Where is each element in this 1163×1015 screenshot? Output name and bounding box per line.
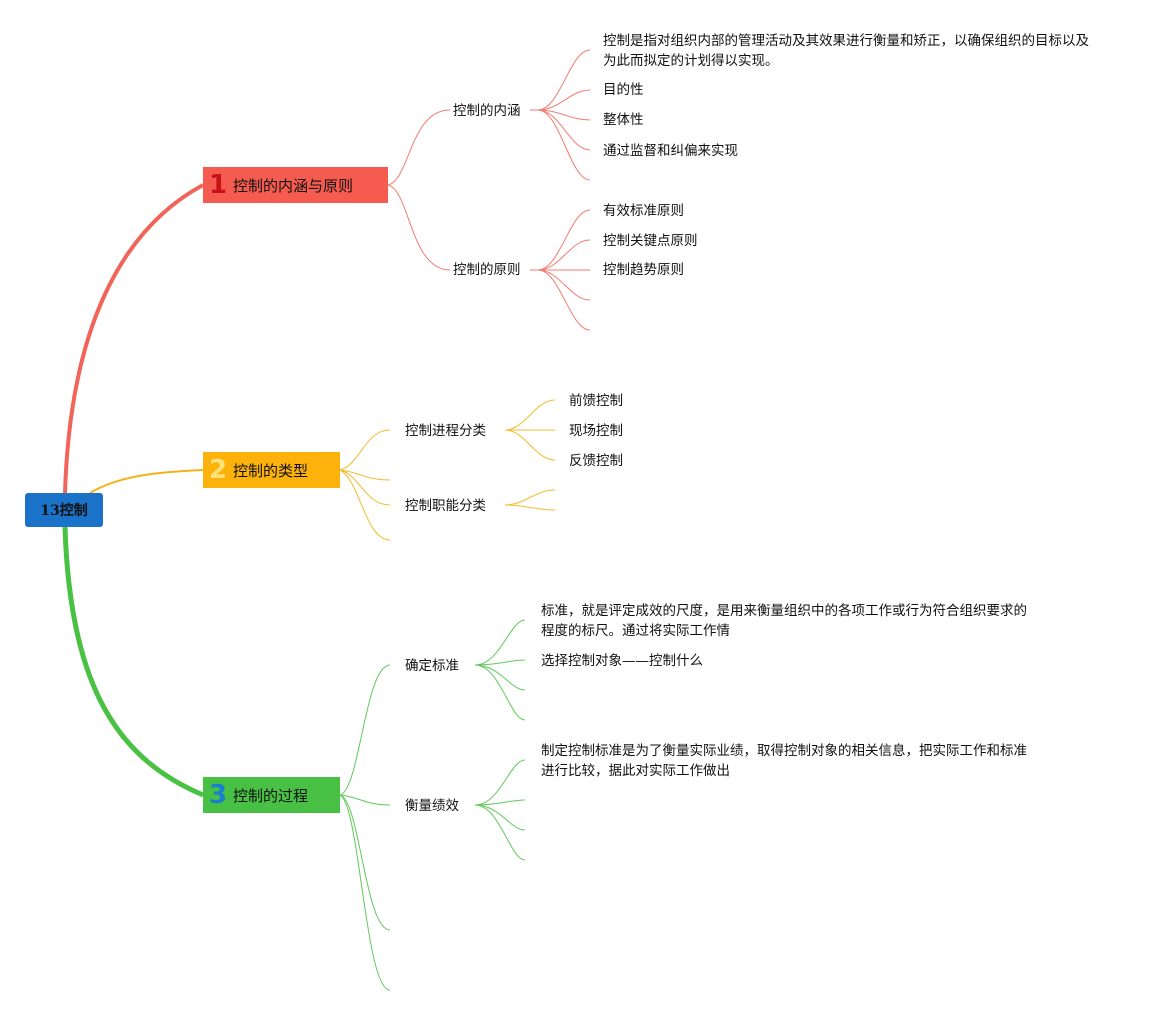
branch-node-3[interactable]: 3 控制的过程 [203, 777, 340, 813]
leaf-purposefulness[interactable]: 目的性 [603, 82, 644, 98]
leaf-select-object[interactable]: 选择控制对象——控制什么 [541, 653, 703, 669]
branch2-links [339, 399, 556, 541]
leaf-feedforward[interactable]: 前馈控制 [569, 393, 623, 409]
leaf-effective-standard[interactable]: 有效标准原则 [603, 203, 684, 219]
branch-number-3: 3 [208, 780, 228, 810]
root-label: 13控制 [40, 503, 88, 519]
link-root-b1 [63, 183, 204, 494]
subtopic-control-connotation[interactable]: 控制的内涵 [453, 103, 521, 119]
leaf-standard-definition[interactable]: 标准，就是评定成效的尺度，是用来衡量组织中的各项工作或行为符合组织要求的程度的标… [541, 603, 1027, 639]
subtopic-set-standards[interactable]: 确定标准 [405, 658, 459, 674]
branch-node-1[interactable]: 1 控制的内涵与原则 [203, 167, 388, 203]
link-root-b3 [62, 526, 204, 798]
branch3-links [339, 619, 526, 991]
leaf-trend[interactable]: 控制趋势原则 [603, 262, 684, 278]
subtopic-control-principles[interactable]: 控制的原则 [453, 262, 521, 278]
branch-number-2: 2 [208, 455, 228, 485]
link-root-b2 [89, 469, 204, 494]
leaf-feedback[interactable]: 反馈控制 [569, 453, 623, 469]
leaf-measure-definition[interactable]: 制定控制标准是为了衡量实际业绩，取得控制对象的相关信息，把实际工作和标准进行比较… [541, 743, 1027, 779]
branch-number-1: 1 [208, 170, 228, 200]
subtopic-measure-performance[interactable]: 衡量绩效 [405, 798, 459, 814]
leaf-supervision[interactable]: 通过监督和纠偏来实现 [603, 143, 738, 159]
root-node[interactable]: 13控制 [25, 493, 103, 527]
leaf-concurrent[interactable]: 现场控制 [569, 423, 623, 439]
leaf-definition[interactable]: 控制是指对组织内部的管理活动及其效果进行衡量和矫正，以确保组织的目标以及为此而拟… [603, 33, 1089, 69]
branch-label-2: 控制的类型 [233, 461, 309, 480]
leaf-key-point[interactable]: 控制关键点原则 [603, 233, 698, 249]
leaf-integrity[interactable]: 整体性 [603, 112, 644, 128]
branch-label-1: 控制的内涵与原则 [233, 176, 354, 195]
subtopic-process-classification[interactable]: 控制进程分类 [405, 423, 486, 439]
branch-label-3: 控制的过程 [233, 786, 309, 805]
branch-node-2[interactable]: 2 控制的类型 [203, 452, 340, 488]
subtopic-function-classification[interactable]: 控制职能分类 [405, 498, 486, 514]
branch1-links [387, 49, 591, 331]
